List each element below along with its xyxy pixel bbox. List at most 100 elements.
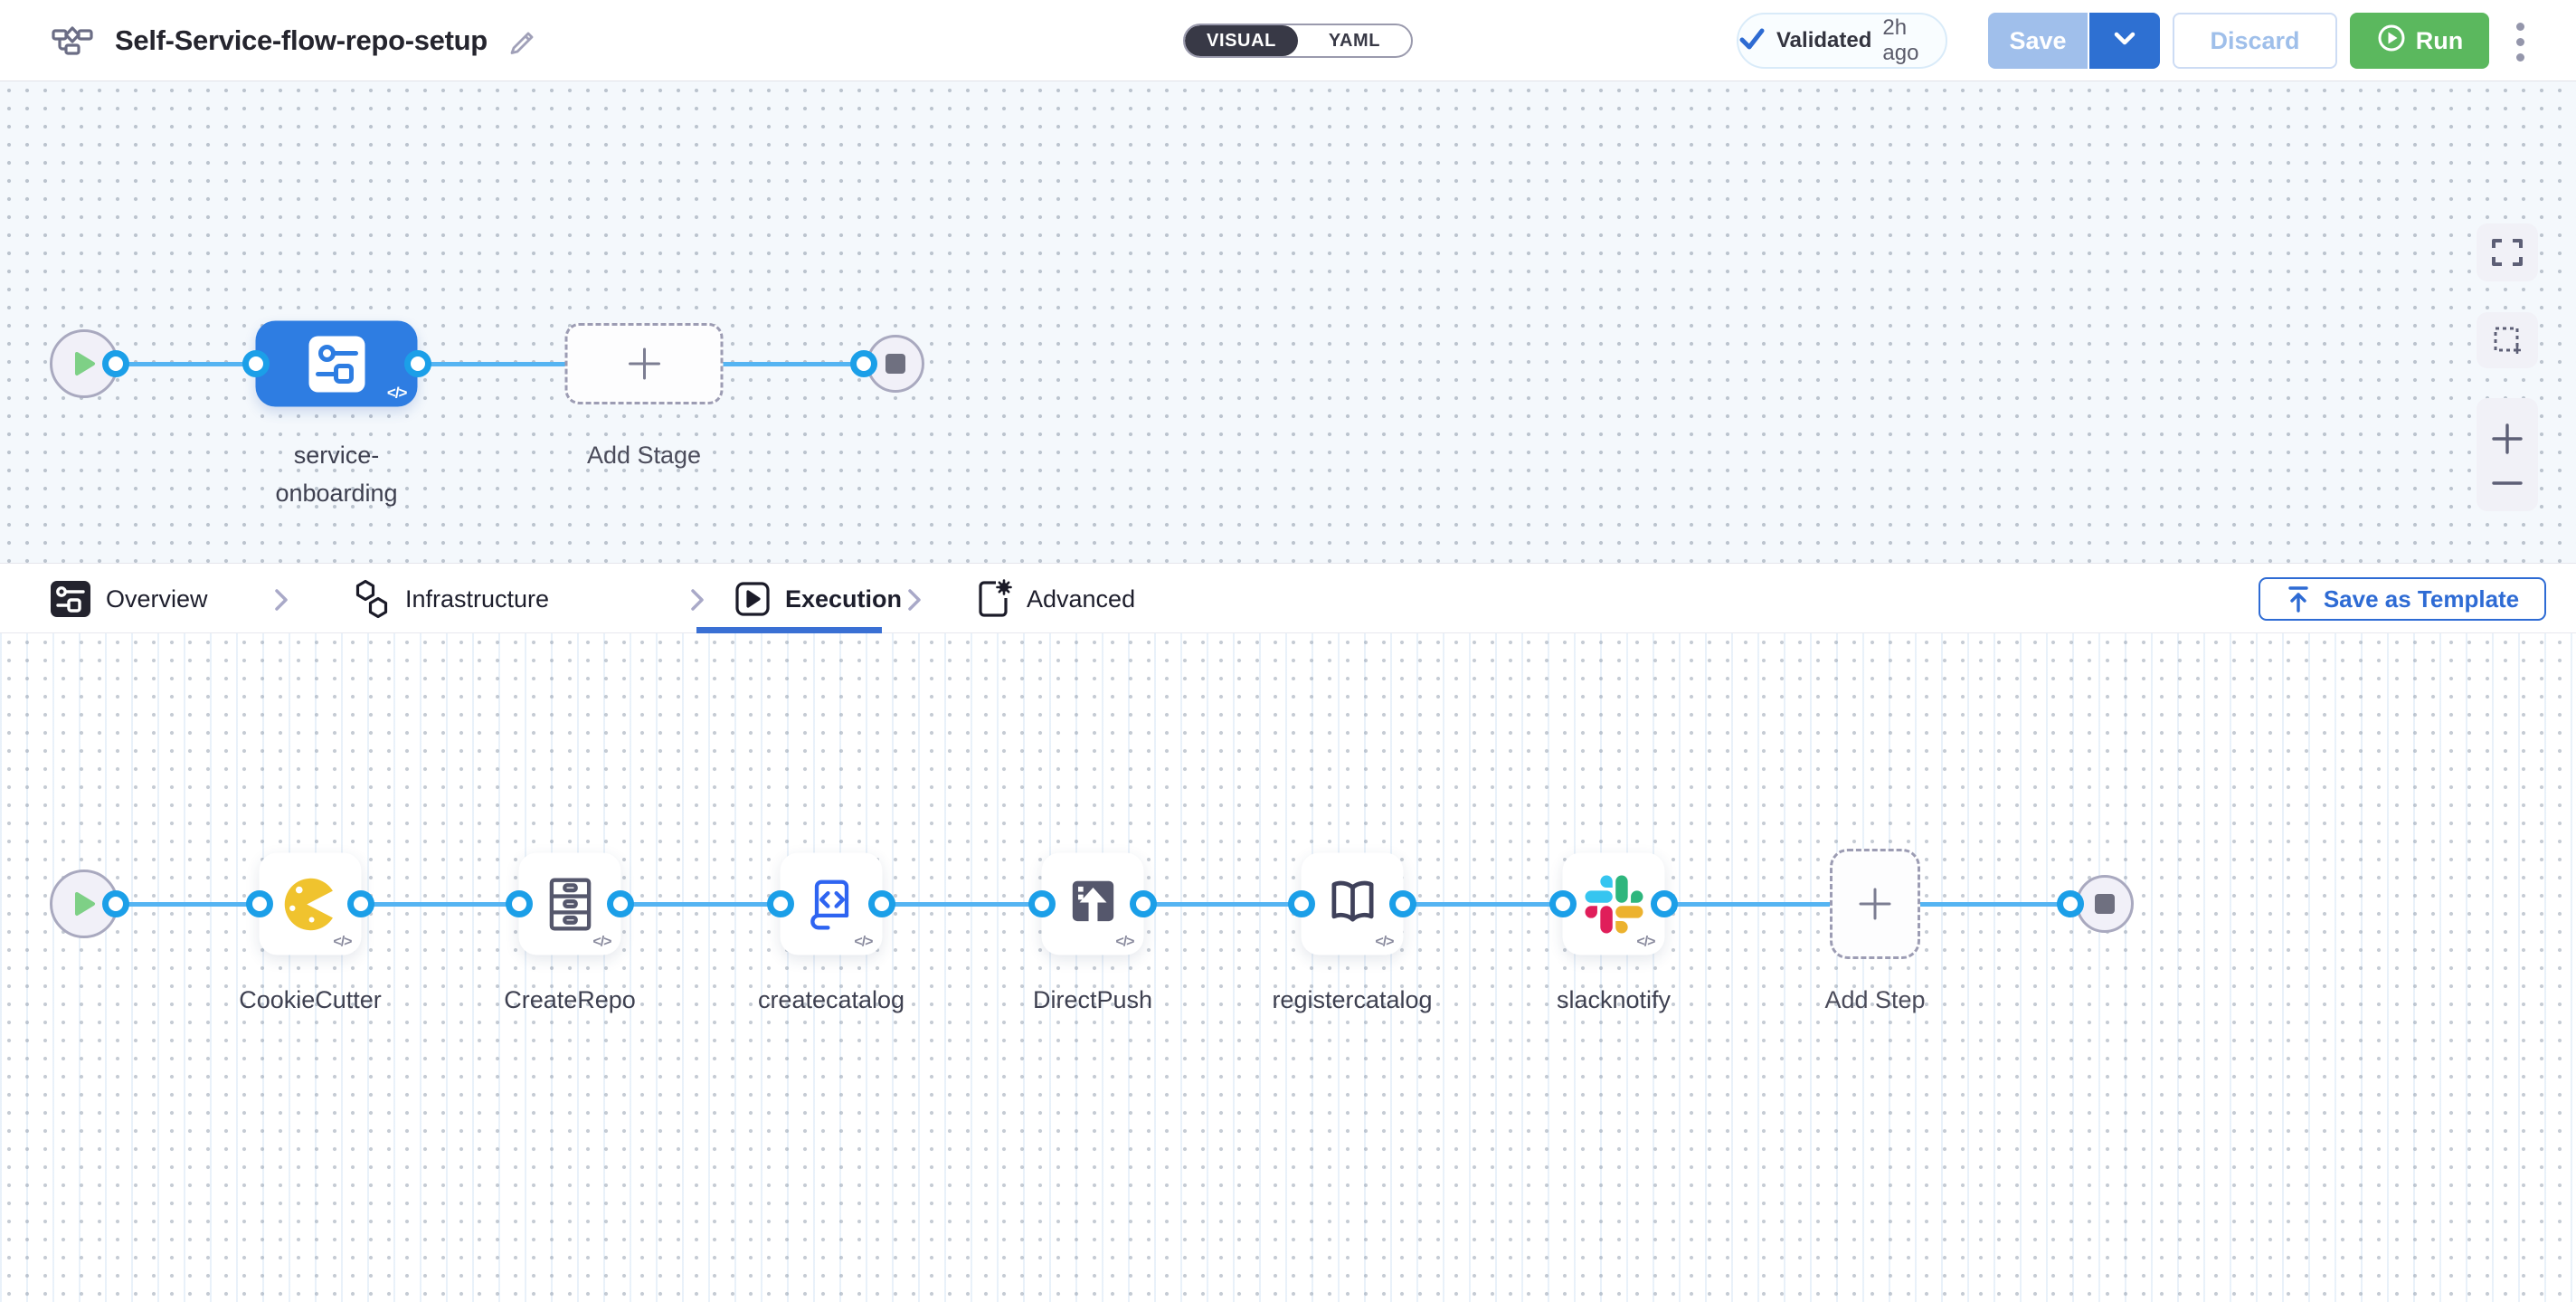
code-badge: </> [333,934,352,950]
stage-overview-icon [51,581,90,617]
stage-canvas[interactable]: </> service- onboarding Add Stage [0,81,2576,563]
stage-node-service-onboarding[interactable]: </> [255,320,418,407]
port[interactable] [1549,890,1577,917]
play-triangle-icon [75,892,95,916]
port[interactable] [1028,890,1056,917]
chevron-right-icon [275,589,288,611]
toggle-yaml[interactable]: YAML [1328,30,1381,51]
stage-detail-tabbar: Overview Infrastructure Execution [0,563,2576,633]
cookiecutter-icon [284,878,333,930]
port[interactable] [850,350,877,377]
code-badge: </> [386,384,408,402]
tab-advanced[interactable]: Advanced [974,564,1135,634]
port[interactable] [607,890,634,917]
plus-icon [1859,888,1891,920]
step-node-slacknotify[interactable]: </> [1562,852,1665,955]
add-stage-button[interactable] [564,323,724,404]
marquee-selection-icon [2494,327,2521,354]
code-badge: </> [1636,934,1655,950]
step-node-cookiecutter[interactable]: </> [259,852,362,955]
save-dropdown-button[interactable] [2088,13,2160,69]
step-label[interactable]: createcatalog [757,986,905,1013]
port[interactable] [2057,890,2084,917]
custom-stage-icon [308,336,365,392]
check-icon [1738,26,1766,56]
active-tab-underline [696,627,882,633]
step-node-createcatalog[interactable]: </> [780,852,883,955]
page-title: Self-Service-flow-repo-setup [115,24,488,56]
push-upload-icon [1072,880,1113,927]
step-label[interactable]: CreateRepo [504,986,636,1013]
step-label[interactable]: registercatalog [1272,986,1433,1013]
port[interactable] [1389,890,1416,917]
step-node-directpush[interactable]: </> [1041,852,1144,955]
save-split-button: Save [1988,13,2160,69]
port[interactable] [868,890,895,917]
port[interactable] [404,350,431,377]
zoom-in-icon[interactable] [2491,423,2524,455]
code-badge: </> [854,934,873,950]
step-label[interactable]: slacknotify [1556,986,1672,1013]
port[interactable] [1288,890,1315,917]
chevron-down-icon [2111,30,2138,52]
port[interactable] [102,890,129,917]
port[interactable] [767,890,794,917]
port[interactable] [246,890,273,917]
tab-infrastructure[interactable]: Infrastructure [353,564,549,634]
stage-connector-line [113,362,866,366]
port[interactable] [1130,890,1157,917]
toggle-visual[interactable]: VISUAL [1185,25,1298,56]
play-triangle-icon [75,352,95,375]
step-label[interactable]: CookieCutter [239,986,382,1013]
execution-canvas[interactable]: </> </> </> [0,633,2576,1302]
open-book-icon [1331,880,1373,922]
hexagons-icon [355,579,388,619]
discard-button[interactable]: Discard [2173,13,2337,69]
edit-title-pencil-icon[interactable] [507,24,538,59]
code-badge: </> [1115,934,1134,950]
visual-yaml-toggle[interactable]: VISUAL YAML [1183,24,1413,58]
run-button[interactable]: Run [2350,13,2489,69]
drawers-icon [549,878,591,930]
code-badge: </> [1375,934,1394,950]
fullscreen-button[interactable] [2477,223,2538,281]
step-node-registercatalog[interactable]: </> [1301,852,1404,955]
fullscreen-icon [2492,239,2523,266]
tab-execution[interactable]: Execution [734,564,902,634]
execution-end-node [2076,875,2134,933]
port[interactable] [1651,890,1678,917]
step-label[interactable]: DirectPush [1032,986,1153,1013]
stage-label[interactable]: service- onboarding [275,442,398,507]
run-label: Run [2415,26,2464,54]
header: Self-Service-flow-repo-setup VISUAL YAML… [0,0,2576,81]
port[interactable] [347,890,374,917]
zoom-control-group [2477,398,2538,511]
run-play-icon [2376,23,2407,60]
zoom-out-icon[interactable] [2491,479,2524,488]
pipeline-flowchart-icon [50,19,95,63]
tab-overview[interactable]: Overview [50,564,208,634]
chevron-right-icon [908,589,921,611]
port[interactable] [506,890,533,917]
pipeline-end-node [867,335,924,393]
save-button[interactable]: Save [1988,13,2088,69]
more-options-kebab-menu[interactable] [2509,20,2531,63]
chevron-right-icon [691,589,704,611]
step-node-createrepo[interactable]: </> [518,852,621,955]
validated-badge[interactable]: Validated 2h ago [1737,13,1947,69]
play-square-icon [735,582,770,616]
add-stage-label[interactable]: Add Stage [586,442,702,469]
save-as-template-button[interactable]: Save as Template [2259,577,2546,621]
clipboard-gear-icon [979,579,1012,617]
code-badge: </> [592,934,611,950]
slack-icon [1585,875,1643,933]
upload-template-icon [2288,586,2308,613]
add-step-label[interactable]: Add Step [1824,986,1926,1013]
add-step-button[interactable] [1830,849,1920,959]
validated-time: 2h ago [1882,15,1919,65]
marquee-select-button[interactable] [2477,312,2538,368]
code-document-icon [810,879,848,929]
port[interactable] [242,350,270,377]
port[interactable] [102,350,129,377]
